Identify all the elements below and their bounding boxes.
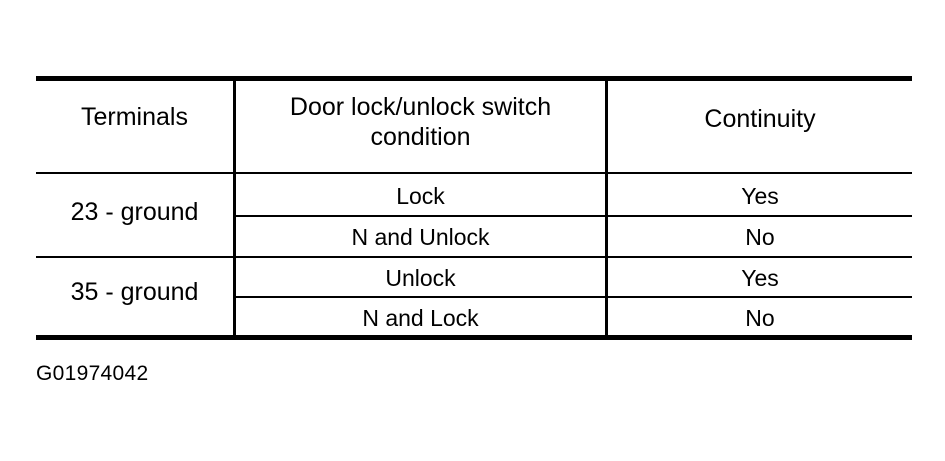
row-1-separator-rule [233,215,912,217]
continuity-value-row-3: Yes [741,265,779,291]
table-bottom-border [36,335,912,340]
continuity-value-row-4: No [745,305,775,331]
header-switch-condition-line2: condition [370,123,471,151]
header-terminals: Terminals [81,103,188,131]
figure-caption: G01974042 [36,362,149,385]
condition-value-row-4: N and Lock [362,305,479,331]
row-3-separator-rule [233,296,912,298]
header-separator-rule [36,172,912,174]
condition-value-row-1: Lock [396,183,445,209]
column-divider-terminals-condition [233,76,236,340]
group-separator-rule [36,256,912,258]
terminals-value-group-2: 35 - ground [70,278,199,306]
continuity-value-row-2: No [745,224,775,250]
header-switch-condition-line1: Door lock/unlock switch [289,93,552,121]
terminals-value-group-1: 23 - ground [70,198,199,226]
table-top-border [36,76,912,81]
continuity-value-row-1: Yes [741,183,779,209]
column-divider-condition-continuity [605,76,608,340]
condition-value-row-3: Unlock [385,265,456,291]
header-continuity: Continuity [704,105,816,133]
header-switch-condition: Door lock/unlock switch condition [236,92,605,152]
condition-value-row-2: N and Unlock [351,224,490,250]
